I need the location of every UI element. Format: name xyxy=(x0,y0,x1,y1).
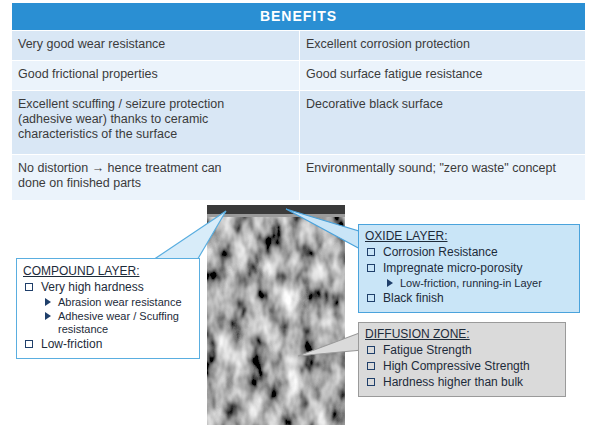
bullet-text: Corrosion Resistance xyxy=(383,245,498,260)
callout-heading: COMPOUND LAYER: xyxy=(23,264,193,279)
diffusion-edge xyxy=(207,214,345,217)
callout-wedge xyxy=(298,332,362,356)
bullet-row: High Compressive Strength xyxy=(365,359,559,374)
bullet-row: Low-friction, running-in Layer xyxy=(365,277,573,290)
cell-text: Very good wear resistance xyxy=(12,31,246,52)
title-text: BENEFITS xyxy=(260,8,337,24)
oxide-callout: OXIDE LAYER:Corrosion ResistanceImpregna… xyxy=(358,224,580,313)
bullet-text: Adhesive wear / Scuffing resistance xyxy=(58,310,193,336)
checkbox-bullet xyxy=(367,378,375,386)
table-cell: Decorative black surface xyxy=(300,91,585,154)
callout-wedge xyxy=(150,211,226,262)
cell-text: Good surface fatigue resistance xyxy=(300,61,582,82)
bullet-row: Hardness higher than bulk xyxy=(365,375,559,390)
bullet-row: Abrasion wear resistance xyxy=(23,296,193,309)
arrow-bullet xyxy=(45,312,51,320)
bullet-row: Impregnate micro-porosity xyxy=(365,261,573,276)
bullet-text: Very high hardness xyxy=(41,280,144,295)
cell-text: Decorative black surface xyxy=(300,91,582,112)
bullet-text: Low-friction, running-in Layer xyxy=(400,277,542,290)
title-bar: BENEFITS xyxy=(12,3,585,30)
table-cell: Very good wear resistance xyxy=(12,31,299,60)
bullet-text: Black finish xyxy=(383,291,444,306)
checkbox-bullet xyxy=(367,346,375,354)
checkbox-bullet xyxy=(25,283,33,291)
bullet-row: Adhesive wear / Scuffing resistance xyxy=(23,310,193,336)
table-cell: Environmentally sound; "zero waste" conc… xyxy=(300,155,585,200)
arrow-bullet xyxy=(45,298,51,306)
micrograph xyxy=(207,205,345,425)
compound-callout: COMPOUND LAYER:Very high hardnessAbrasio… xyxy=(16,258,200,359)
diffusion-callout: DIFFUSION ZONE:Fatigue StrengthHigh Comp… xyxy=(358,322,566,397)
checkbox-bullet xyxy=(367,248,375,256)
bullet-row: Black finish xyxy=(365,291,573,306)
checkbox-bullet xyxy=(367,294,375,302)
checkbox-bullet xyxy=(367,264,375,272)
table-cell: Good frictional properties xyxy=(12,61,299,90)
bullet-text: High Compressive Strength xyxy=(383,359,530,374)
checkbox-bullet xyxy=(25,340,33,348)
arrow-bullet xyxy=(387,279,393,287)
cell-text: No distortion → hence treatment can done… xyxy=(12,155,246,191)
cell-text: Excellent scuffing / seizure protection … xyxy=(12,91,246,142)
table-cell: Excellent corrosion protection xyxy=(300,31,585,60)
checkbox-bullet xyxy=(367,362,375,370)
cell-text: Environmentally sound; "zero waste" conc… xyxy=(300,155,582,176)
bullet-text: Impregnate micro-porosity xyxy=(383,261,522,276)
table-cell: Excellent scuffing / seizure protection … xyxy=(12,91,299,154)
bullet-text: Hardness higher than bulk xyxy=(383,375,523,390)
bullet-row: Low-friction xyxy=(23,337,193,352)
callout-heading: DIFFUSION ZONE: xyxy=(365,327,559,342)
bullet-row: Corrosion Resistance xyxy=(365,245,573,260)
table-cell: Good surface fatigue resistance xyxy=(300,61,585,90)
bullet-text: Abrasion wear resistance xyxy=(58,296,182,309)
cell-text: Excellent corrosion protection xyxy=(300,31,582,52)
bullet-row: Fatigue Strength xyxy=(365,343,559,358)
table-cell: No distortion → hence treatment can done… xyxy=(12,155,299,200)
bullet-text: Fatigue Strength xyxy=(383,343,472,358)
callout-wedge xyxy=(286,209,362,250)
bullet-row: Very high hardness xyxy=(23,280,193,295)
callout-heading: OXIDE LAYER: xyxy=(365,229,573,244)
bullet-text: Low-friction xyxy=(41,337,102,352)
compound-band xyxy=(207,205,345,214)
cell-text: Good frictional properties xyxy=(12,61,246,82)
